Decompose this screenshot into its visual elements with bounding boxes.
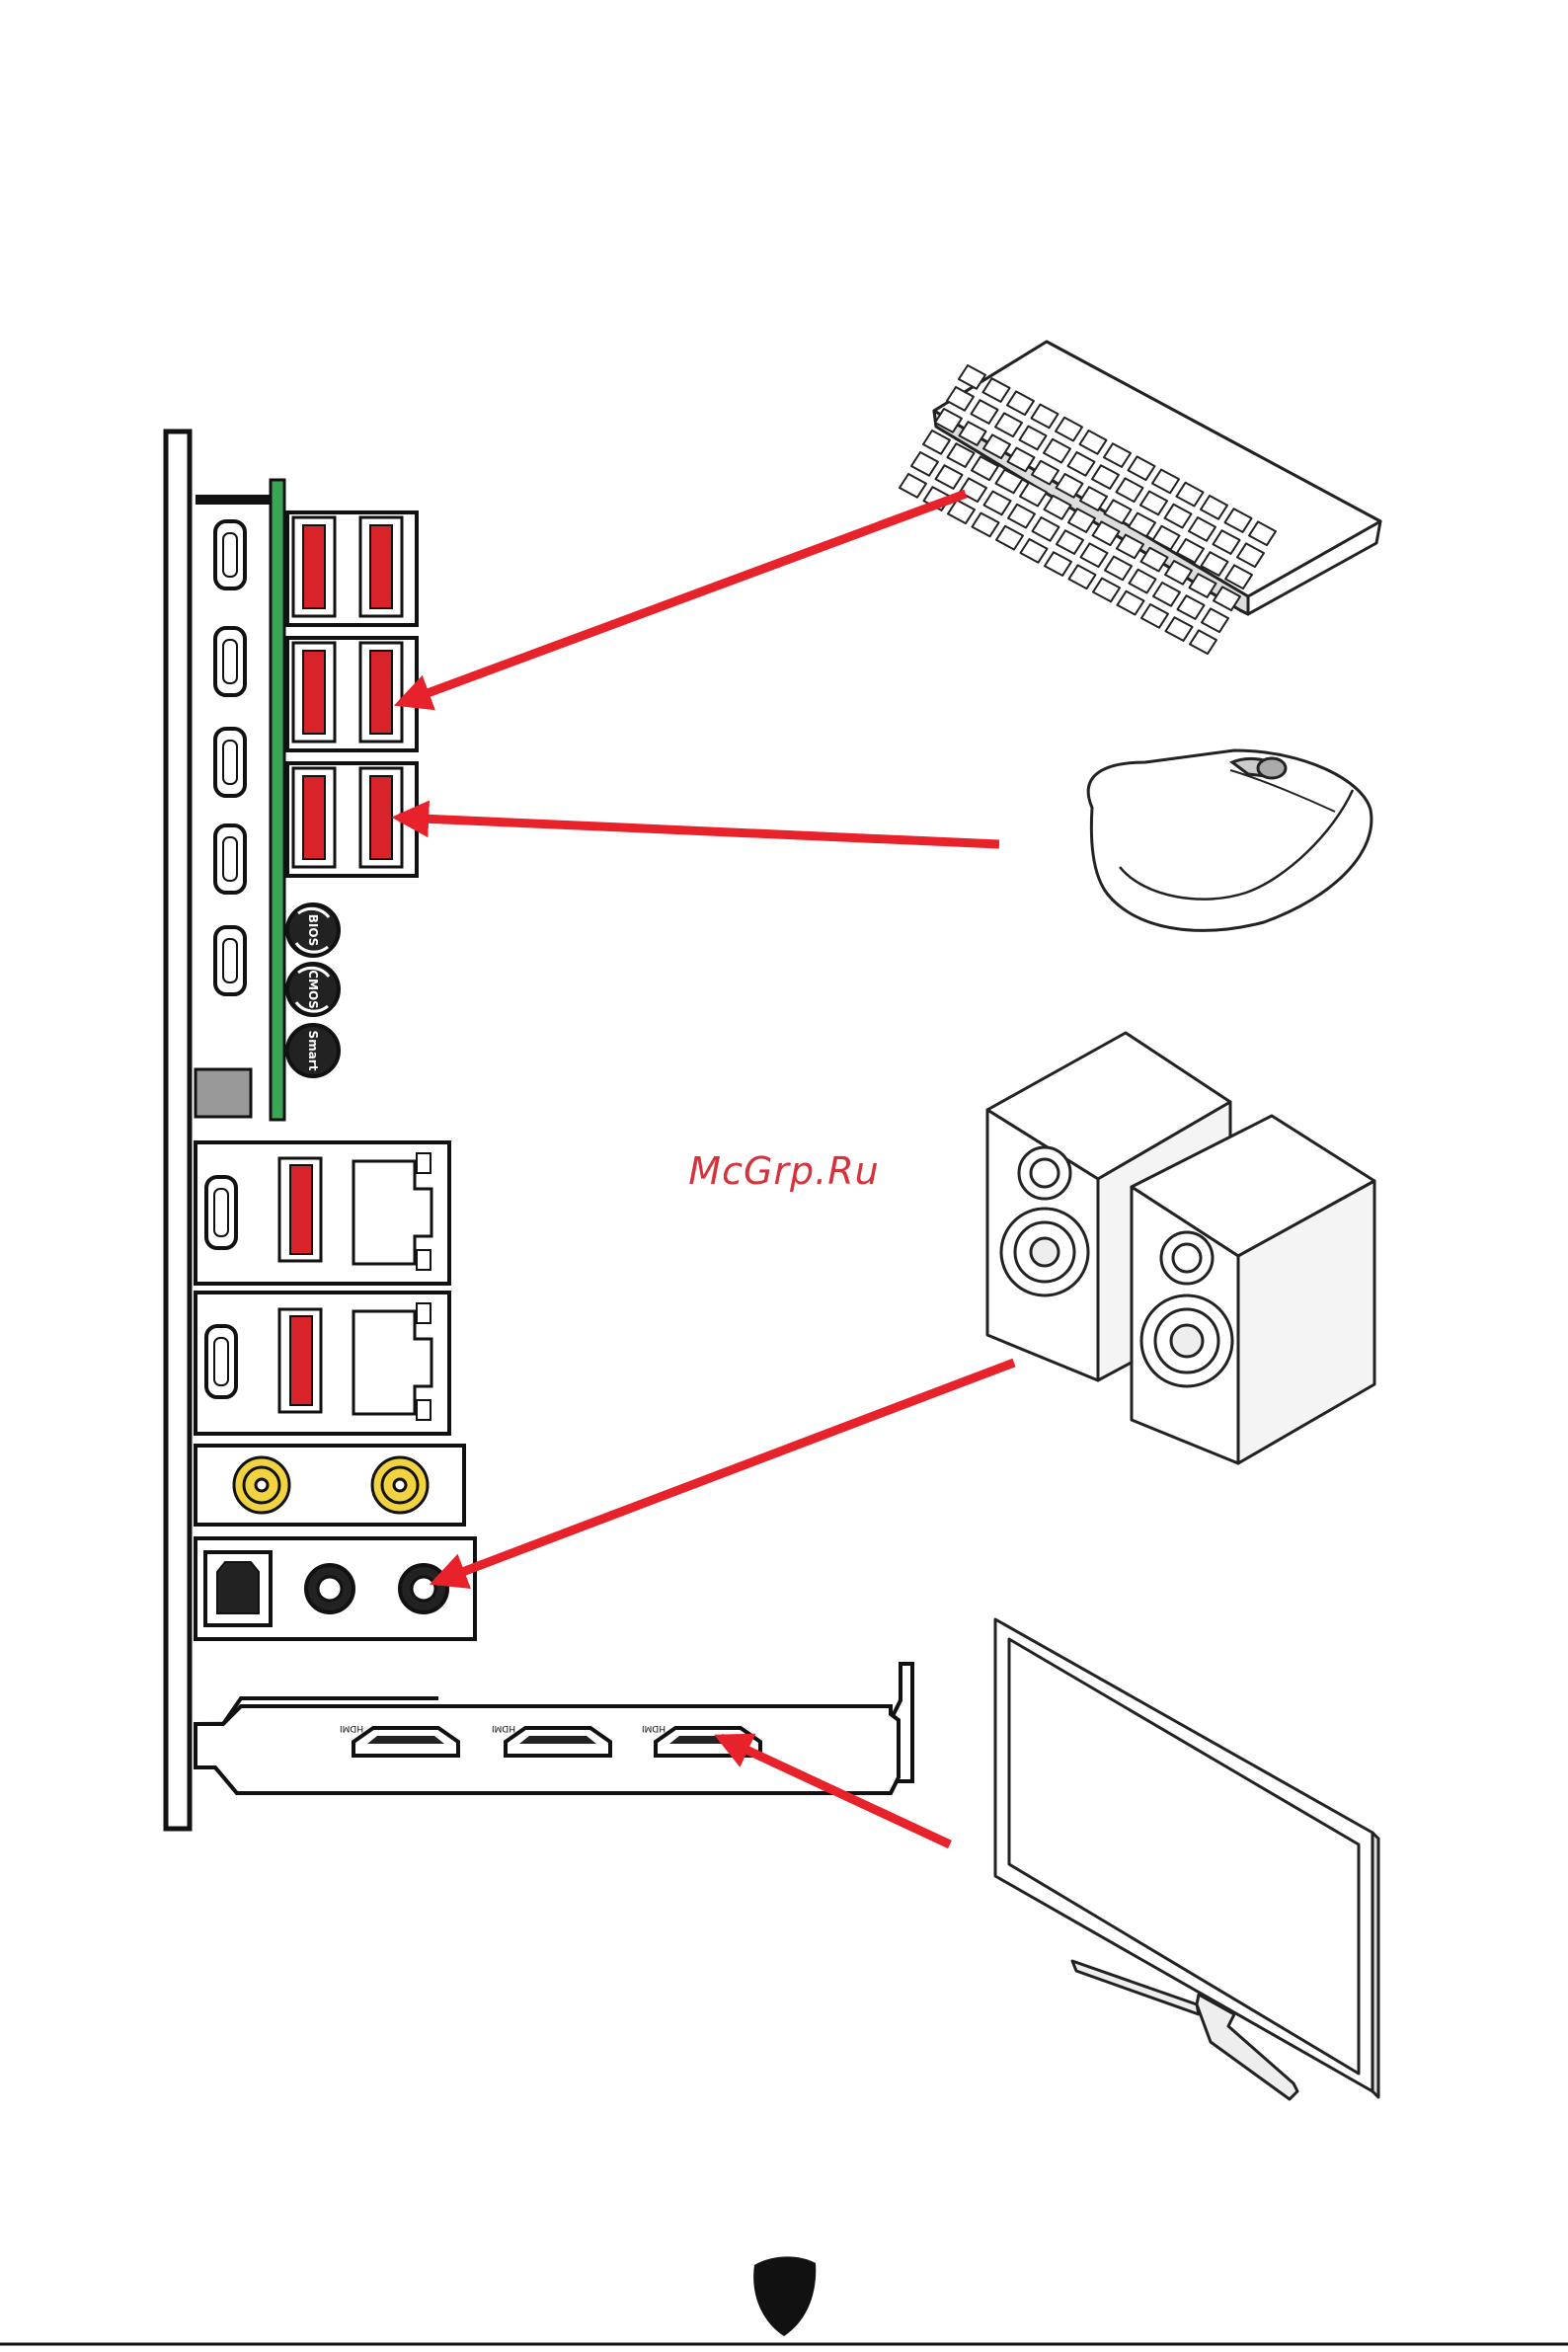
pcb-strip — [271, 480, 284, 1120]
flash-bios-button[interactable]: BIOS — [287, 904, 339, 956]
usb-c-port[interactable] — [215, 729, 245, 796]
keyboard-key — [984, 492, 1011, 515]
usb-a-port-mouse[interactable] — [360, 768, 402, 867]
keyboard-key — [1069, 565, 1096, 588]
brand-shield-icon — [753, 2256, 816, 2336]
keyboard-key — [936, 465, 963, 489]
usb-a-port-keyboard[interactable] — [360, 643, 402, 742]
monitor-icon — [995, 1619, 1378, 2099]
arrow-mouse — [399, 818, 999, 844]
audio-jack[interactable] — [306, 1565, 353, 1612]
antenna-connector[interactable] — [234, 1457, 289, 1513]
keyboard-key — [1166, 617, 1193, 641]
usb-c-port[interactable] — [215, 628, 245, 695]
keyboard-key — [1021, 539, 1048, 563]
speakers-icon — [987, 1033, 1374, 1463]
keyboard-key — [1153, 583, 1180, 606]
footer — [0, 2256, 1568, 2344]
keyboard-key — [911, 452, 938, 476]
hdmi-label: HDMI — [340, 1723, 363, 1733]
keyboard-key — [1057, 530, 1083, 554]
optical-spdif-port[interactable] — [205, 1552, 271, 1625]
usb-a-port[interactable] — [293, 768, 335, 867]
arrow-keyboard — [401, 494, 966, 703]
io-bracket — [166, 431, 190, 1829]
hdmi-port[interactable]: HDMI — [492, 1723, 610, 1756]
usb-c-port[interactable] — [215, 927, 245, 994]
usb-a-port[interactable] — [293, 517, 335, 616]
keyboard-key — [1105, 557, 1132, 581]
keyboard-icon — [900, 342, 1380, 654]
mouse-icon — [1088, 750, 1372, 930]
clear-cmos-label: CMOS — [306, 970, 320, 1009]
keyboard-key — [900, 474, 926, 498]
keyboard-key — [1081, 543, 1108, 567]
hdmi-port[interactable]: HDMI — [340, 1723, 458, 1756]
keyboard-key — [1202, 608, 1228, 632]
left-port-column — [196, 521, 251, 1117]
keyboard-key — [1130, 570, 1156, 593]
keyboard-key — [973, 513, 999, 537]
keyboard-key — [1093, 579, 1120, 602]
keyboard-key — [996, 526, 1023, 550]
keyboard-key — [1190, 630, 1216, 654]
audio-block — [196, 1538, 475, 1639]
wifi-antenna-block — [196, 1446, 464, 1525]
usb-c-port[interactable] — [215, 521, 245, 588]
io-panel: BIOS CMOS Smart — [166, 431, 912, 1829]
keyboard-key — [1141, 604, 1168, 628]
flash-bios-label: BIOS — [306, 914, 320, 946]
keyboard-key — [1118, 591, 1144, 615]
lan-usb-block — [196, 1293, 449, 1434]
keyboard-key — [1178, 595, 1205, 619]
hdmi-label: HDMI — [642, 1723, 666, 1733]
usb-a-port[interactable] — [360, 517, 402, 616]
usb-a-stack — [287, 512, 417, 876]
clear-cmos-button[interactable]: CMOS — [287, 964, 339, 1015]
keyboard-key — [1045, 552, 1071, 576]
arrow-speakers — [436, 1363, 1014, 1582]
audio-jack-line-out[interactable] — [400, 1565, 447, 1612]
smart-label: Smart — [306, 1031, 320, 1071]
grey-tab — [196, 1069, 251, 1117]
usb-a-port[interactable] — [293, 643, 335, 742]
keyboard-key — [1033, 517, 1059, 541]
keyboard-key — [1008, 505, 1035, 528]
hdmi-label: HDMI — [492, 1723, 515, 1733]
usb-c-port[interactable] — [215, 825, 245, 893]
watermark-text: McGrp.Ru — [0, 1149, 1568, 1193]
antenna-connector[interactable] — [372, 1457, 428, 1513]
smart-button[interactable]: Smart — [287, 1025, 339, 1076]
